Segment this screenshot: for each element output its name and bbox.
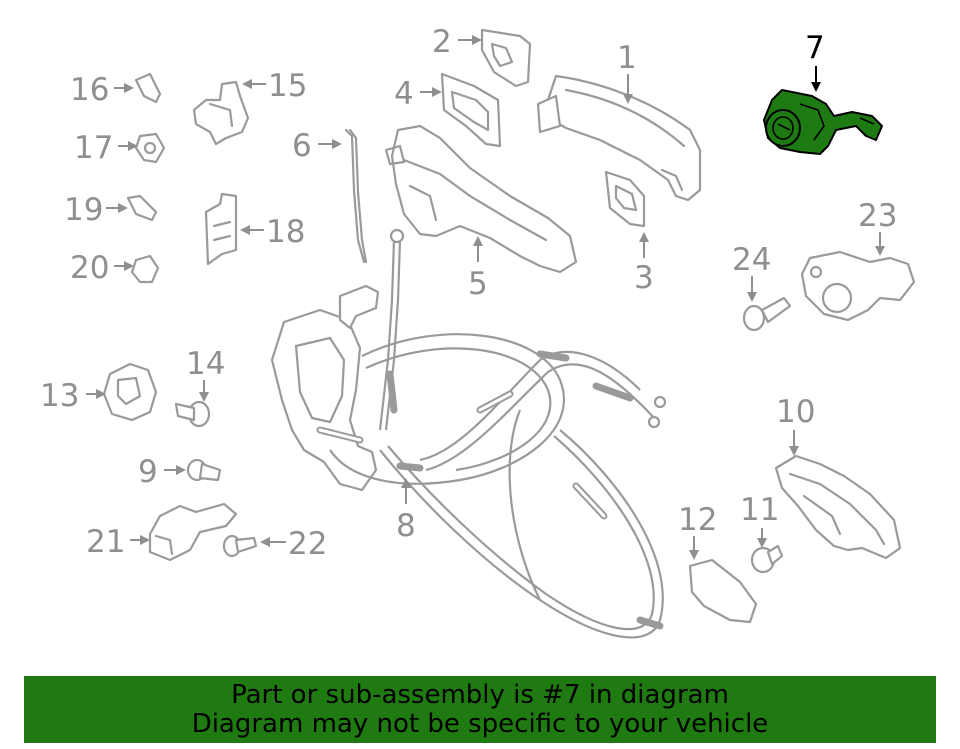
banner-line-1: Part or sub-assembly is #7 in diagram xyxy=(231,679,729,710)
callout-24: 24 xyxy=(732,242,771,278)
callout-9: 9 xyxy=(138,454,158,490)
part-14-pin xyxy=(174,400,211,428)
part-5-handle-frame xyxy=(384,124,578,274)
callout-23: 23 xyxy=(858,198,897,234)
callout-21: 21 xyxy=(86,524,125,560)
callout-22: 22 xyxy=(288,526,327,562)
part-15-bracket xyxy=(192,80,250,146)
callout-4: 4 xyxy=(394,76,414,112)
part-7-key-cylinder xyxy=(763,89,883,155)
part-13-striker xyxy=(102,362,158,422)
part-11-plug xyxy=(750,544,784,574)
callout-10: 10 xyxy=(776,394,815,430)
callout-17: 17 xyxy=(74,130,113,166)
callout-1: 1 xyxy=(617,40,637,76)
callout-3: 3 xyxy=(634,260,654,296)
part-1-outer-handle xyxy=(536,74,702,202)
part-8-latch-cable-assembly xyxy=(270,228,667,639)
callout-8: 8 xyxy=(396,508,416,544)
callout-13: 13 xyxy=(40,378,79,414)
part-17-nut xyxy=(134,132,166,164)
callout-6: 6 xyxy=(292,128,312,164)
callout-20: 20 xyxy=(70,250,109,286)
part-24-bolt xyxy=(742,296,792,332)
callout-labels: 1 2 3 4 5 6 7 8 9 10 11 12 13 14 15 16 1… xyxy=(40,24,897,562)
part-19-screw xyxy=(126,194,158,222)
part-3-gasket-rear xyxy=(604,170,646,228)
callout-5: 5 xyxy=(468,266,488,302)
part-23-sensor xyxy=(800,250,916,322)
callout-15: 15 xyxy=(268,68,307,104)
part-2-handle-cover xyxy=(480,28,532,88)
callout-2: 2 xyxy=(432,24,452,60)
part-4-gasket xyxy=(440,72,502,148)
banner-line-2: Diagram may not be specific to your vehi… xyxy=(191,708,769,739)
part-12-cover xyxy=(688,558,758,624)
callout-16: 16 xyxy=(70,72,109,108)
part-10-inner-handle xyxy=(774,454,902,560)
callout-14: 14 xyxy=(186,346,225,382)
part-20-nut xyxy=(130,254,160,284)
callout-18: 18 xyxy=(266,214,305,250)
part-22-bolt xyxy=(222,534,258,558)
callout-11: 11 xyxy=(740,492,779,528)
part-16-clip xyxy=(134,72,162,104)
info-banner: Part or sub-assembly is #7 in diagram Di… xyxy=(24,676,936,743)
callout-19: 19 xyxy=(64,192,103,228)
callout-7-highlighted: 7 xyxy=(805,30,825,66)
part-6-rod xyxy=(344,128,368,264)
callout-12: 12 xyxy=(678,502,717,538)
part-9-bolt xyxy=(186,458,222,482)
part-18-bracket xyxy=(204,192,238,266)
part-21-bracket xyxy=(148,502,238,562)
callout-arrows xyxy=(86,35,885,560)
